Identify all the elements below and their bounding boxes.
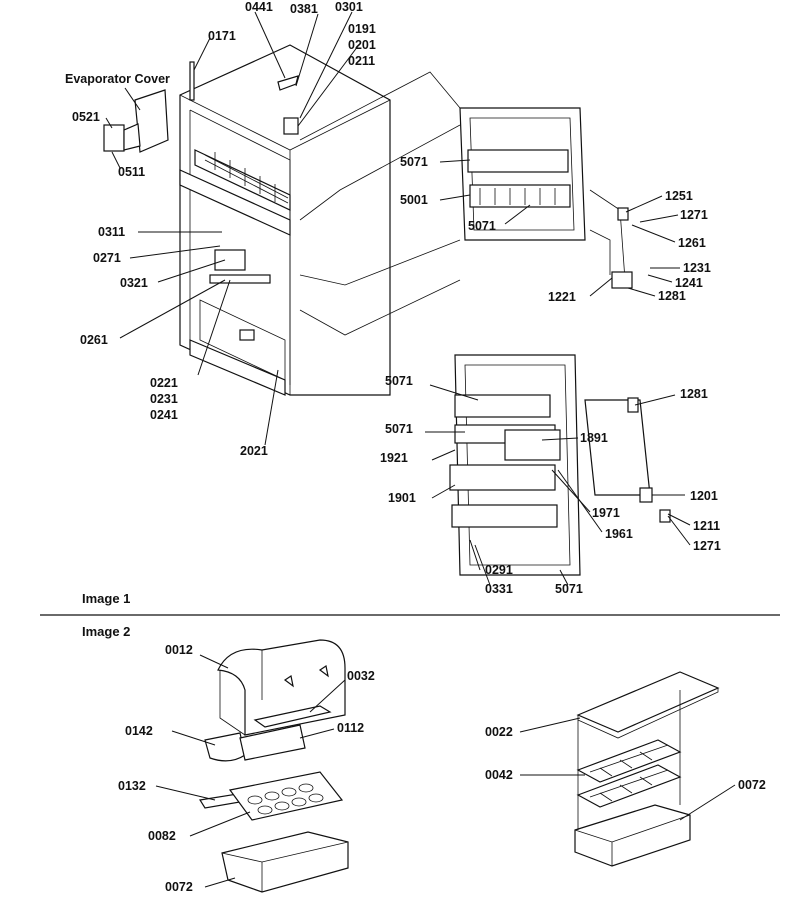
part-label: 5071 [468,219,496,233]
part-label: 1271 [680,208,708,222]
part-label: 0042 [485,768,513,782]
part-label: 1261 [678,236,706,250]
ice-maker-assembly [199,639,349,893]
part-label: 0171 [208,29,236,43]
part-label: 0082 [148,829,176,843]
part-label: 0211 [348,54,375,68]
part-label: 0022 [485,725,513,739]
part-label: 0291 [485,563,513,577]
refrigerator-cabinet [179,44,391,396]
part-label: 1201 [690,489,718,503]
part-label: 1971 [592,506,620,520]
part-label: 1211 [693,519,720,533]
assembly-lines [299,71,611,336]
part-label: 0032 [347,669,375,683]
part-label: 0072 [165,880,193,894]
ice-tray-assembly [574,671,720,867]
part-label: 1281 [680,387,708,401]
part-label: 0441 [245,0,273,14]
part-label: 0301 [335,0,363,14]
fresh-food-door [449,354,671,576]
part-label: 5071 [555,582,583,596]
evaporator-cover-assembly [103,89,169,153]
image2-title: Image 2 [82,624,130,639]
part-label: 1231 [683,261,711,275]
part-label: 5071 [385,374,413,388]
part-label: 0112 [337,721,364,735]
part-label: 0191 [348,22,376,36]
part-label: 0241 [150,408,178,422]
part-label: 5001 [400,193,428,207]
part-label: 0311 [98,225,125,239]
part-label: 0521 [72,110,100,124]
part-label: 0221 [150,376,178,390]
part-labels-image2: 0012 0032 0142 0112 0132 0082 0072 0022 … [118,643,766,894]
leader-lines-image2 [155,654,736,888]
part-label: 0321 [120,276,148,290]
part-label: 1251 [665,189,693,203]
part-label: 0261 [80,333,108,347]
part-label: 0132 [118,779,146,793]
part-label: 0271 [93,251,121,265]
part-label: 5071 [385,422,413,436]
part-labels-image1: 0441 0381 0301 0191 0201 0211 0171 Evapo… [65,0,721,596]
part-label: 1271 [693,539,721,553]
part-label: 0201 [348,38,376,52]
part-label: 1921 [380,451,408,465]
leader-lines-image1 [105,11,691,586]
part-label: 1281 [658,289,686,303]
part-label: 1901 [388,491,416,505]
part-label: 2021 [240,444,268,458]
part-label: 0511 [118,165,145,179]
part-label: 0072 [738,778,766,792]
part-label: 1891 [580,431,608,445]
evaporator-cover-label: Evaporator Cover [65,72,170,86]
part-label: 0381 [290,2,318,16]
part-label: 0142 [125,724,153,738]
part-label: 0012 [165,643,193,657]
part-label: 1961 [605,527,633,541]
part-label: 0331 [485,582,513,596]
image1-title: Image 1 [82,591,130,606]
part-label: 1221 [548,290,576,304]
part-label: 5071 [400,155,428,169]
part-label: 0231 [150,392,178,406]
freezer-door [459,107,633,289]
part-label: 1241 [675,276,703,290]
